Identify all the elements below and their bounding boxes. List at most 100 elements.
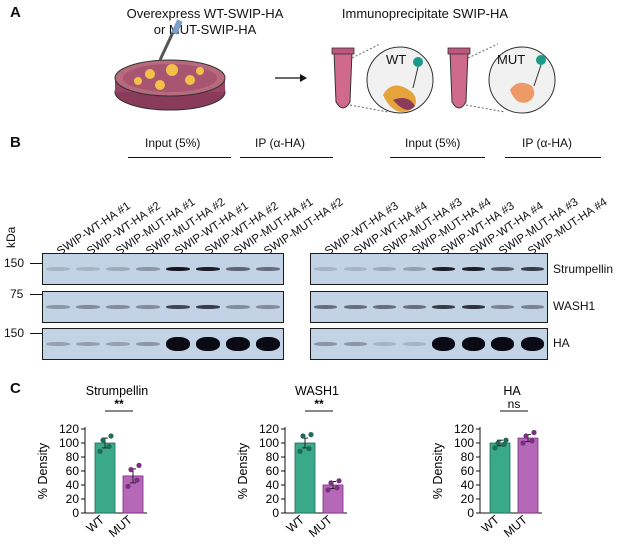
wt-circle-label: WT xyxy=(386,52,407,67)
blot-band xyxy=(491,267,515,271)
blot-band xyxy=(106,267,130,271)
bar xyxy=(517,437,539,514)
data-point xyxy=(100,437,106,443)
blot-band xyxy=(196,267,220,271)
blot-band xyxy=(314,305,338,309)
chart-title: Strumpellin xyxy=(86,384,149,398)
blot-band xyxy=(402,267,426,271)
y-tick-label: 0 xyxy=(72,506,79,520)
blot-band xyxy=(491,337,515,351)
blot-band xyxy=(343,267,367,271)
panel-label-a: A xyxy=(10,4,21,21)
blot-band xyxy=(373,342,397,346)
blot-band xyxy=(373,305,397,309)
blot-band xyxy=(461,305,485,309)
blot-strumpellin-right xyxy=(310,253,548,285)
category-label: MUT xyxy=(306,512,335,540)
blot-band xyxy=(136,305,160,309)
blot-band xyxy=(46,342,70,346)
significance-label: ns xyxy=(508,397,521,411)
y-tick-label: 60 xyxy=(461,464,475,478)
blot-band xyxy=(402,305,426,309)
wt-tube-icon xyxy=(331,43,389,113)
pipette-icon xyxy=(158,19,183,61)
blot-band xyxy=(256,305,280,309)
blot-band xyxy=(76,342,100,346)
data-point xyxy=(297,448,303,454)
right-input-header: Input (5%) xyxy=(405,136,461,150)
data-point xyxy=(108,433,114,439)
blot-band xyxy=(226,267,250,271)
data-point xyxy=(520,440,526,446)
blot-band xyxy=(136,267,160,271)
wt-magnified-circle xyxy=(366,46,434,114)
blot-band xyxy=(256,267,280,271)
blot-band xyxy=(46,267,70,271)
y-tick-label: 80 xyxy=(461,450,475,464)
left-input-rule xyxy=(128,157,231,158)
data-point xyxy=(128,467,134,473)
blot-band xyxy=(432,267,456,271)
blot-wash1-left xyxy=(42,291,284,323)
y-tick-label: 20 xyxy=(66,492,80,506)
data-point xyxy=(134,477,140,483)
left-input-header: Input (5%) xyxy=(145,136,201,150)
immunoprecipitate-title: Immunoprecipitate SWIP-HA xyxy=(341,6,509,21)
y-tick-label: 40 xyxy=(66,478,80,492)
chart-title: HA xyxy=(503,384,521,398)
blot-band xyxy=(373,267,397,271)
data-point xyxy=(300,433,306,439)
overexpress-line-1: Overexpress WT-SWIP-HA xyxy=(126,6,284,21)
blot-band xyxy=(461,337,485,351)
blot-ha-left xyxy=(42,328,284,360)
data-point xyxy=(523,433,529,439)
y-tick-label: 0 xyxy=(467,506,474,520)
panel-label-b: B xyxy=(10,134,21,151)
y-tick-label: 60 xyxy=(66,464,80,478)
data-point xyxy=(306,446,312,452)
category-label: WT xyxy=(84,512,108,535)
blot-band xyxy=(226,337,250,351)
blot-band xyxy=(432,305,456,309)
bar xyxy=(489,442,511,514)
blot-band xyxy=(166,337,190,351)
y-axis-label: % Density xyxy=(431,442,445,499)
left-ip-header: IP (α-HA) xyxy=(255,136,306,150)
blot-wash1-right xyxy=(310,291,548,323)
marker-tick xyxy=(30,294,42,295)
data-point xyxy=(325,487,331,493)
y-tick-label: 120 xyxy=(59,422,79,436)
data-point xyxy=(531,429,537,436)
blot-band xyxy=(166,305,190,309)
right-arrow-icon xyxy=(275,74,307,82)
panel-label-c: C xyxy=(10,380,21,397)
blot-band xyxy=(432,337,456,351)
blot-band xyxy=(76,305,100,309)
y-tick-label: 20 xyxy=(461,492,475,506)
y-axis-label: % Density xyxy=(36,442,50,499)
y-tick-label: 100 xyxy=(454,436,474,450)
blot-band xyxy=(520,267,544,271)
data-point xyxy=(328,480,334,486)
y-tick-label: 40 xyxy=(461,478,475,492)
marker-tick xyxy=(30,333,42,334)
data-point xyxy=(136,462,142,468)
mut-circle-label: MUT xyxy=(497,52,526,67)
y-tick-label: 0 xyxy=(272,506,279,520)
right-ip-rule xyxy=(505,157,601,158)
data-point xyxy=(97,448,103,454)
data-point xyxy=(529,438,535,444)
blot-band xyxy=(226,305,250,309)
blot-band xyxy=(46,305,70,309)
blot-label-ha: HA xyxy=(553,336,570,350)
bar xyxy=(94,442,116,514)
blot-strumpellin-left xyxy=(42,253,284,285)
blot-band xyxy=(461,267,485,271)
blot-label-strumpellin: Strumpellin xyxy=(553,262,614,276)
blot-band xyxy=(343,305,367,309)
marker-tick xyxy=(30,263,42,264)
data-point xyxy=(336,478,342,484)
y-tick-label: 60 xyxy=(266,464,280,478)
data-point xyxy=(501,441,507,447)
